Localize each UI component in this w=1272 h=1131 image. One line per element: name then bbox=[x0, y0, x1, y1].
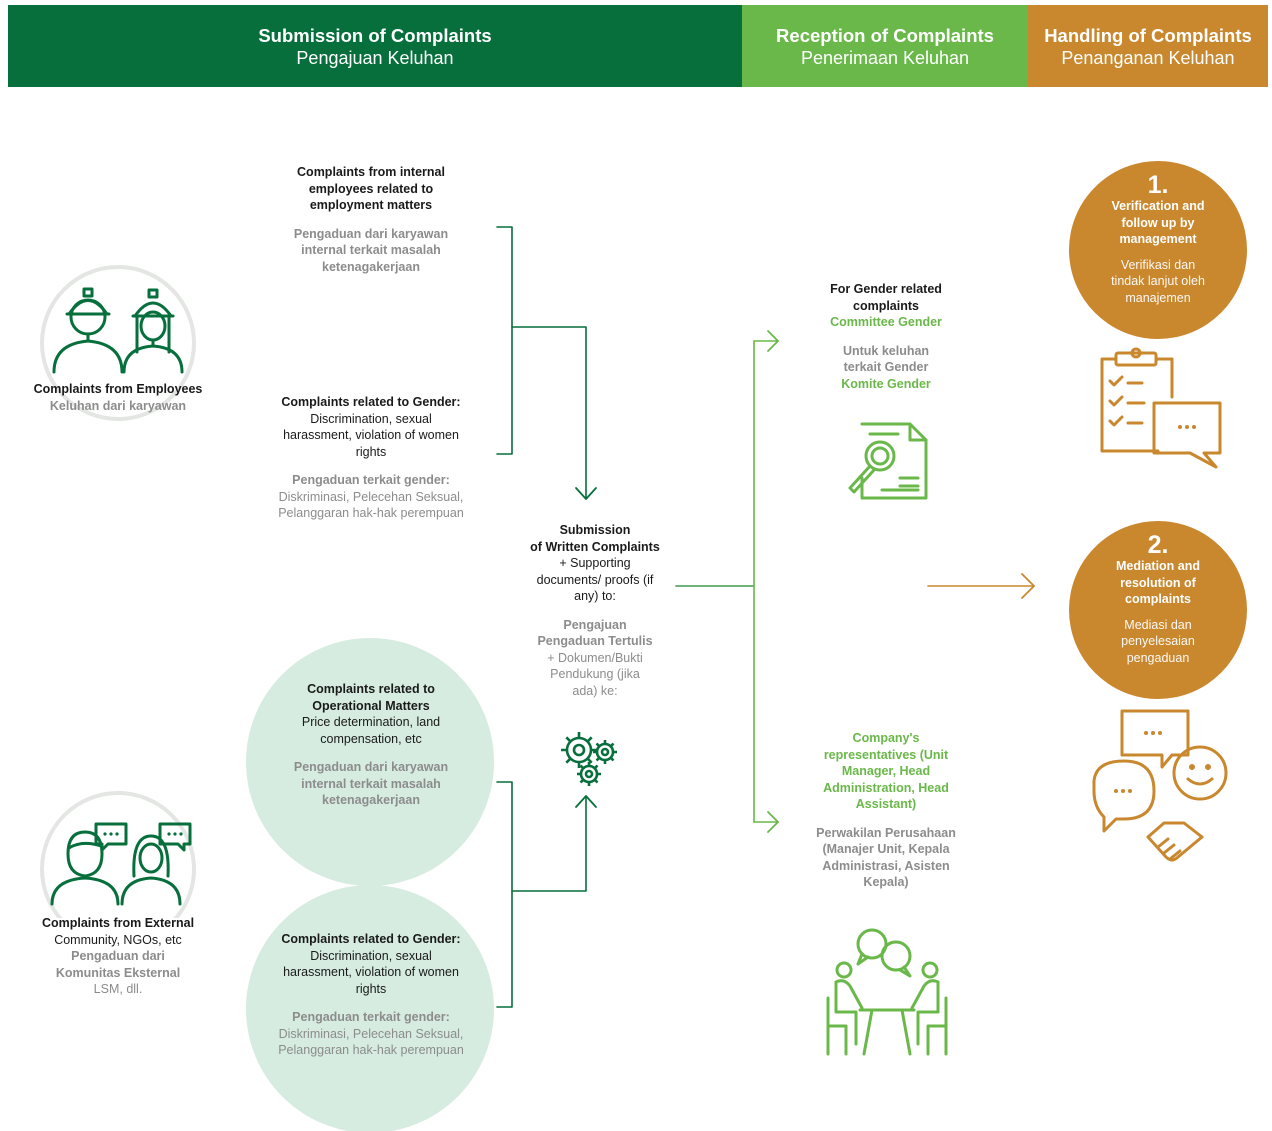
external-title: Complaints from External bbox=[41, 916, 195, 930]
operational-title: Complaints related to Operational Matter… bbox=[307, 682, 435, 713]
up-arrow-icon bbox=[575, 795, 597, 808]
employees-title: Complaints from Employees bbox=[33, 382, 203, 396]
gender-external-complaint: Complaints related to Gender: Discrimina… bbox=[276, 931, 466, 1059]
operational-id-title: Pengaduan dari karyawan internal terkait… bbox=[293, 760, 449, 807]
reception-company-id-title: Perwakilan Perusahaan (Manajer Unit, Kep… bbox=[816, 825, 956, 890]
employees-label: Complaints from Employees Keluhan dari k… bbox=[14, 381, 222, 414]
operational-circle bbox=[246, 638, 494, 886]
external-label: Complaints from External Community, NGOs… bbox=[14, 915, 222, 998]
written-title-1: Submission bbox=[559, 523, 631, 537]
clipboard-checklist-icon bbox=[1100, 347, 1222, 469]
operational-desc: Price determination, land compensation, … bbox=[301, 715, 441, 746]
gender-external-id-desc: Diskriminasi, Pelecehan Seksual, Pelangg… bbox=[278, 1026, 464, 1058]
reception-company: Company's representatives (Unit Manager,… bbox=[806, 730, 966, 891]
header-reception-subtitle: Penerimaan Keluhan bbox=[800, 47, 970, 68]
step2-circle: 2. Mediation and resolution of complaint… bbox=[1069, 521, 1247, 699]
written-desc: + Supporting documents/ proofs (if any) … bbox=[536, 556, 654, 603]
step1-circle: 1. Verification and follow up by managem… bbox=[1069, 161, 1247, 339]
external-line2: Community, NGOs, etc bbox=[54, 932, 182, 947]
meeting-icon bbox=[826, 928, 948, 1056]
step1-number: 1. bbox=[1147, 171, 1169, 199]
written-id-title: Pengajuan Pengaduan Tertulis bbox=[537, 617, 653, 649]
employee-flow-line bbox=[511, 326, 587, 499]
gender-external-desc: Discrimination, sexual harassment, viola… bbox=[283, 948, 459, 996]
header-reception: Reception of Complaints Penerimaan Keluh… bbox=[742, 5, 1028, 87]
reception-gender-title: For Gender related complaints bbox=[830, 282, 942, 313]
external-id-title-2: Komunitas Eksternal bbox=[55, 965, 181, 980]
internal-complaint-id-title: Pengaduan dari karyawan internal terkait… bbox=[293, 226, 449, 274]
step2-title: Mediation and resolution of complaints bbox=[1115, 559, 1201, 606]
down-arrow-icon bbox=[575, 487, 597, 500]
right-arrow-icon bbox=[767, 330, 779, 352]
written-submission: Submission of Written Complaints + Suppo… bbox=[510, 522, 680, 699]
step1-title: Verification and follow up by management bbox=[1111, 199, 1205, 246]
employees-subtitle: Keluhan dari karyawan bbox=[49, 398, 187, 413]
header-handling-title: Handling of Complaints bbox=[1044, 24, 1252, 46]
gender-external-title: Complaints related to Gender: bbox=[281, 932, 461, 946]
right-arrow-icon bbox=[1021, 573, 1035, 599]
gender-employee-title: Complaints related to Gender: bbox=[281, 395, 461, 409]
internal-complaint-title: Complaints from internal employees relat… bbox=[297, 165, 445, 212]
header-submission-title: Submission of Complaints bbox=[258, 24, 492, 46]
header-reception-title: Reception of Complaints bbox=[776, 24, 994, 46]
helmet-workers-icon bbox=[40, 265, 196, 421]
right-arrow-icon bbox=[767, 811, 779, 833]
external-id-line2: LSM, dll. bbox=[93, 982, 143, 996]
header-handling-subtitle: Penanganan Keluhan bbox=[1061, 47, 1235, 68]
community-speech-icon bbox=[40, 791, 196, 918]
reception-company-title: Company's representatives (Unit Manager,… bbox=[823, 731, 949, 811]
gender-external-circle bbox=[246, 885, 494, 1131]
external-id-title-1: Pengaduan dari bbox=[71, 949, 165, 963]
step1-id-title: Verifikasi dan tindak lanjut oleh manaje… bbox=[1111, 257, 1205, 305]
reception-gender-committee: Committee Gender bbox=[830, 315, 942, 329]
mediation-handshake-icon bbox=[1092, 709, 1228, 862]
operational-complaint: Complaints related to Operational Matter… bbox=[276, 681, 466, 809]
reception-gender-id-committee: Komite Gender bbox=[841, 376, 931, 391]
gender-employee-desc: Discrimination, sexual harassment, viola… bbox=[283, 411, 459, 459]
header-submission: Submission of Complaints Pengajuan Keluh… bbox=[8, 5, 742, 87]
header-handling: Handling of Complaints Penanganan Keluha… bbox=[1028, 5, 1268, 87]
reception-gender-id-title: Untuk keluhan terkait Gender bbox=[842, 343, 930, 375]
step2-number: 2. bbox=[1147, 531, 1169, 559]
gender-employee-id-title: Pengaduan terkait gender: bbox=[292, 473, 450, 487]
reception-gender: For Gender related complaints Committee … bbox=[806, 281, 966, 392]
document-search-icon bbox=[848, 422, 928, 500]
external-flow-line bbox=[511, 796, 587, 892]
gender-external-id-title: Pengaduan terkait gender: bbox=[292, 1010, 450, 1024]
header-submission-subtitle: Pengajuan Keluhan bbox=[296, 47, 454, 68]
gender-employee-id-desc: Diskriminasi, Pelecehan Seksual, Pelangg… bbox=[278, 489, 464, 521]
written-title-2: of Written Complaints bbox=[530, 539, 660, 554]
internal-employment-complaint: Complaints from internal employees relat… bbox=[279, 164, 463, 275]
external-bracket bbox=[496, 781, 513, 1008]
gears-icon bbox=[561, 732, 617, 786]
written-id-desc: + Dokumen/Bukti Pendukung (jika ada) ke: bbox=[547, 650, 643, 698]
step2-id-title: Mediasi dan penyelesaian pengaduan bbox=[1121, 617, 1195, 665]
gender-employee-complaint: Complaints related to Gender: Discrimina… bbox=[276, 394, 466, 522]
employee-bracket bbox=[496, 226, 513, 455]
